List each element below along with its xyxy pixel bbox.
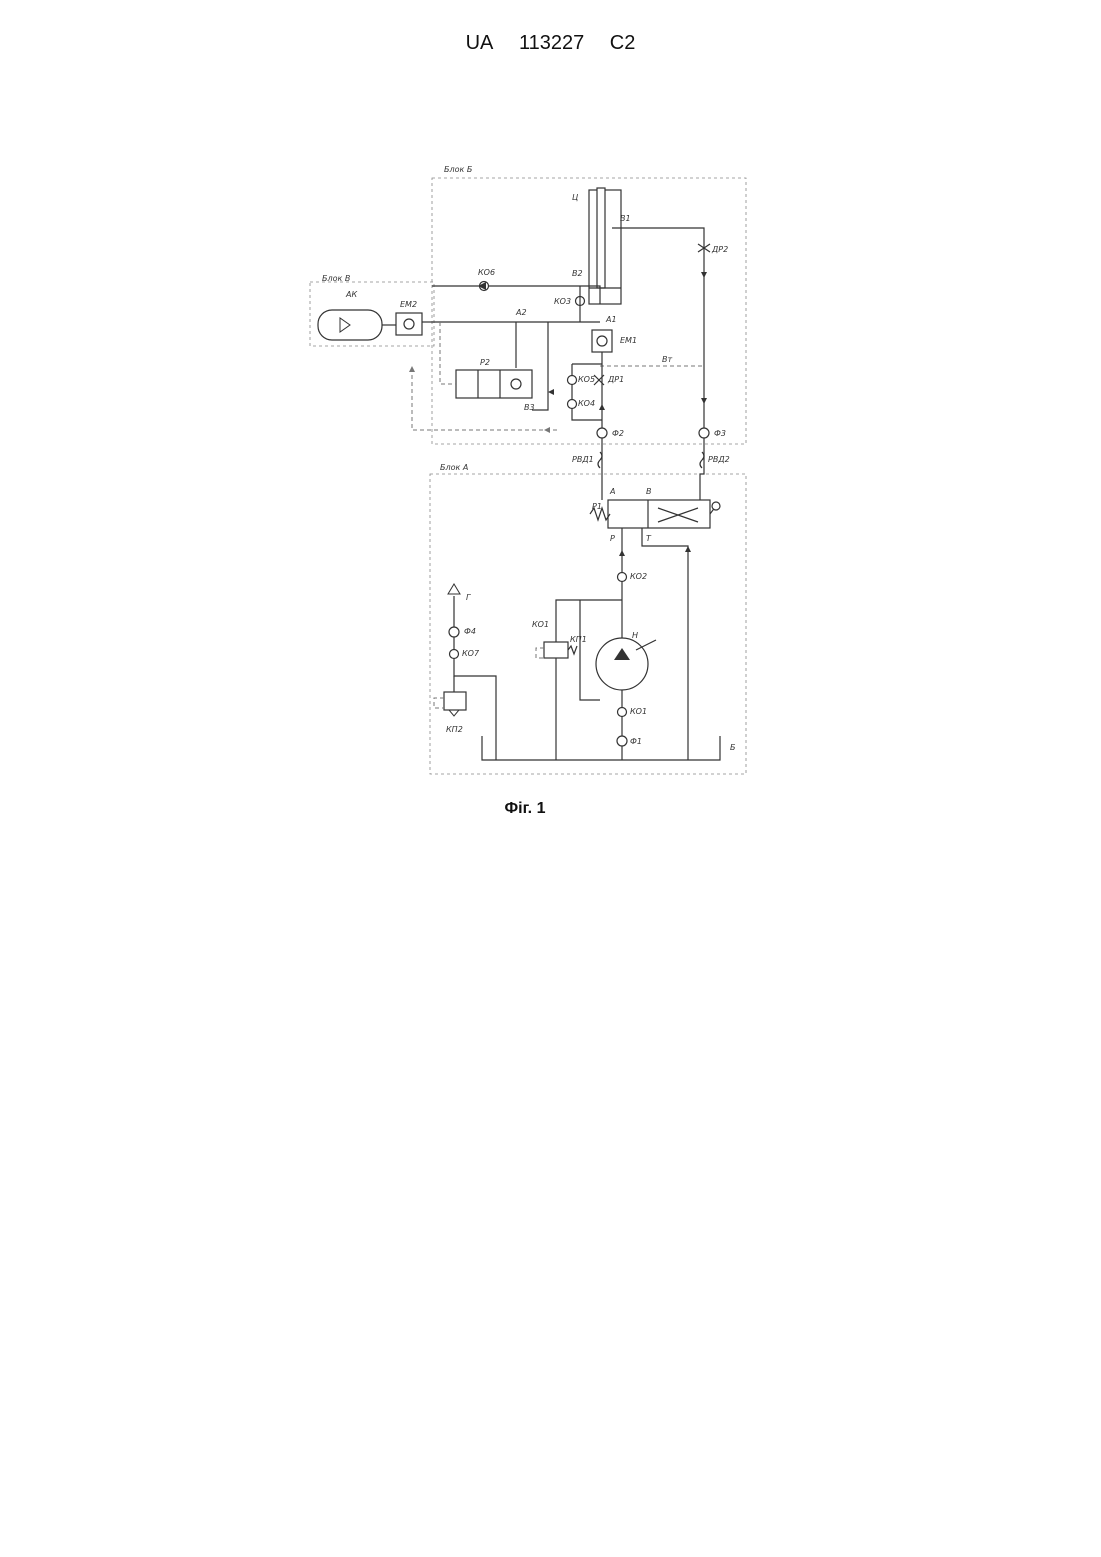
label-ko1-lower: КО1: [630, 707, 647, 716]
label-ko4: КО4: [578, 399, 595, 408]
label-port-p: Р: [610, 534, 615, 543]
label-a2: А2: [515, 308, 527, 317]
label-dr2: ДР2: [711, 245, 728, 254]
label-pump: Н: [632, 631, 638, 640]
label-port-b: В: [646, 487, 652, 496]
label-f2: Ф2: [612, 429, 624, 438]
label-port-t: Т: [646, 534, 652, 543]
figure-caption: Фіг. 1: [0, 800, 1050, 818]
label-dr1: ДР1: [607, 375, 624, 384]
label-em1: ЕМ1: [620, 336, 637, 345]
label-rvd2: РВД2: [708, 455, 730, 464]
label-port-a: А: [609, 487, 615, 496]
label-p2: Р2: [480, 358, 490, 367]
label-rvd1: РВД1: [572, 455, 594, 464]
label-kp2: КП2: [446, 725, 463, 734]
label-v1: В1: [620, 214, 631, 223]
label-em2: ЕМ2: [400, 300, 417, 309]
label-cylinder: Ц: [572, 193, 578, 202]
label-kp1: КП1: [570, 635, 587, 644]
label-a1: А1: [605, 315, 617, 324]
label-outlet: Г: [466, 593, 471, 602]
label-v2: В2: [572, 269, 583, 278]
label-f1: Ф1: [630, 737, 642, 746]
relief-valve-kp1: [544, 642, 568, 658]
relief-valve-kp2: [444, 692, 466, 710]
label-ko3: КО3: [554, 297, 571, 306]
label-p1: Р1: [592, 502, 602, 511]
label-ko1-upper: КО1: [532, 620, 549, 629]
label-ko7: КО7: [462, 649, 480, 658]
label-block-v: Блок В: [322, 274, 350, 283]
label-f4: Ф4: [464, 627, 476, 636]
tank: [482, 736, 720, 760]
pump: [596, 638, 648, 690]
label-ko2: КО2: [630, 572, 647, 581]
label-v3: В3: [524, 403, 535, 412]
label-ko6: КО6: [478, 268, 495, 277]
label-block-b: Блок Б: [444, 165, 473, 174]
label-vm: Вт: [662, 355, 672, 364]
label-ko5: КО5: [578, 375, 595, 384]
label-ak: АК: [345, 290, 357, 299]
cylinder-rod: [597, 188, 605, 288]
label-block-a: Блок А: [440, 463, 468, 472]
label-f3: Ф3: [714, 429, 726, 438]
label-tank: Б: [730, 743, 736, 752]
distributor-p1: [608, 500, 710, 528]
